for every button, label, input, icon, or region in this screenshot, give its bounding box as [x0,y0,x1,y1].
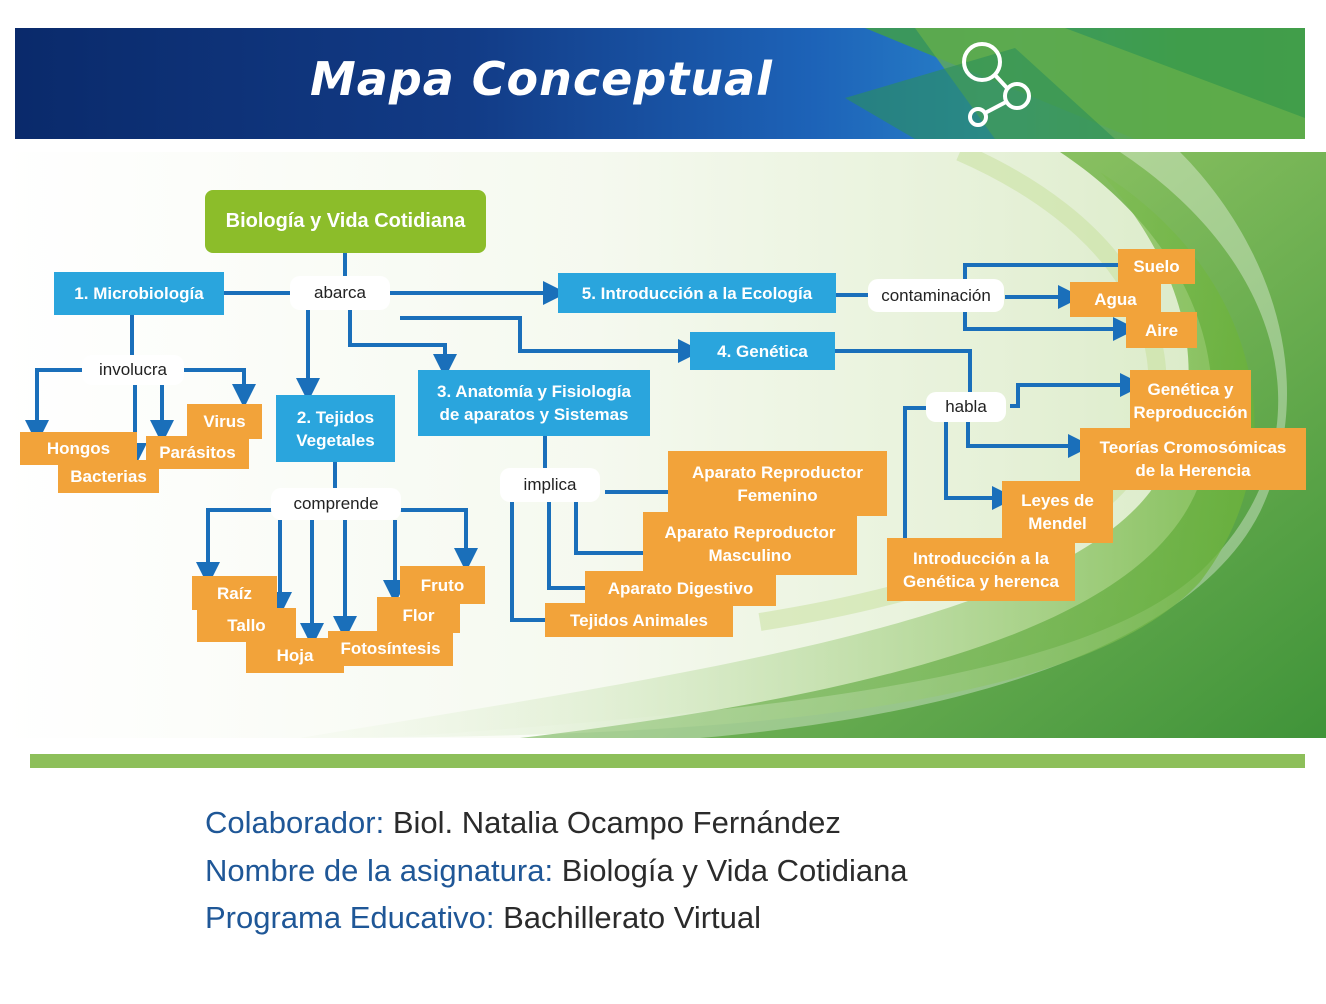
header-decoration [845,28,1305,139]
credit-collaborator-label: Colaborador: [205,805,385,840]
topic-genetica[interactable]: 4. Genética [690,332,835,370]
link-label-implica: implica [500,468,600,502]
credit-program: Programa Educativo: Bachillerato Virtual [205,900,761,936]
topic-tejidos-vegetales[interactable]: 2. Tejidos Vegetales [276,395,395,462]
header-banner: Mapa Conceptual [15,28,1305,139]
item-aparato-reproductor-femenino[interactable]: Aparato Reproductor Femenino [668,451,887,516]
link-label-contaminacion: contaminación [868,279,1004,312]
page-title: Mapa Conceptual [310,52,773,106]
item-tallo[interactable]: Tallo [197,608,296,642]
link-label-abarca: abarca [290,276,390,310]
credit-collaborator: Colaborador: Biol. Natalia Ocampo Fernán… [205,805,841,841]
link-label-involucra: involucra [82,355,184,385]
item-leyes-de-mendel[interactable]: Leyes de Mendel [1002,481,1113,543]
item-genetica-y-reproduccion[interactable]: Genética y Reproducción [1130,370,1251,432]
link-label-comprende: comprende [271,488,401,520]
item-parasitos[interactable]: Parásitos [146,436,249,469]
credit-subject-label: Nombre de la asignatura: [205,853,554,888]
item-hoja[interactable]: Hoja [246,638,344,673]
item-suelo[interactable]: Suelo [1118,249,1195,284]
credit-subject: Nombre de la asignatura: Biología y Vida… [205,853,908,889]
item-aparato-digestivo[interactable]: Aparato Digestivo [585,571,776,606]
credit-program-value: Bachillerato Virtual [503,900,762,935]
item-bacterias[interactable]: Bacterias [58,460,159,493]
molecule-icon [962,42,1031,127]
item-aire[interactable]: Aire [1126,312,1197,348]
topic-anatomia[interactable]: 3. Anatomía y Fisiología de aparatos y S… [418,370,650,436]
root-node[interactable]: Biología y Vida Cotidiana [205,190,486,253]
topic-microbiologia[interactable]: 1. Microbiología [54,272,224,315]
item-aparato-reproductor-masculino[interactable]: Aparato Reproductor Masculino [643,512,857,575]
item-introduccion-genetica[interactable]: Introducción a la Genética y herenca [887,538,1075,601]
item-raiz[interactable]: Raíz [192,576,277,610]
item-tejidos-animales[interactable]: Tejidos Animales [545,603,733,637]
divider-bar [30,754,1305,768]
item-virus[interactable]: Virus [187,404,262,439]
credit-subject-value: Biología y Vida Cotidiana [561,853,908,888]
item-fruto[interactable]: Fruto [400,566,485,604]
item-teorias-cromosomicas[interactable]: Teorías Cromosómicas de la Herencia [1080,428,1306,490]
item-agua[interactable]: Agua [1070,282,1161,317]
credit-program-label: Programa Educativo: [205,900,495,935]
item-hongos[interactable]: Hongos [20,432,137,465]
item-fotosintesis[interactable]: Fotosíntesis [328,631,453,666]
credit-collaborator-value: Biol. Natalia Ocampo Fernández [392,805,841,840]
topic-ecologia[interactable]: 5. Introducción a la Ecología [558,273,836,313]
link-label-habla: habla [926,392,1006,422]
